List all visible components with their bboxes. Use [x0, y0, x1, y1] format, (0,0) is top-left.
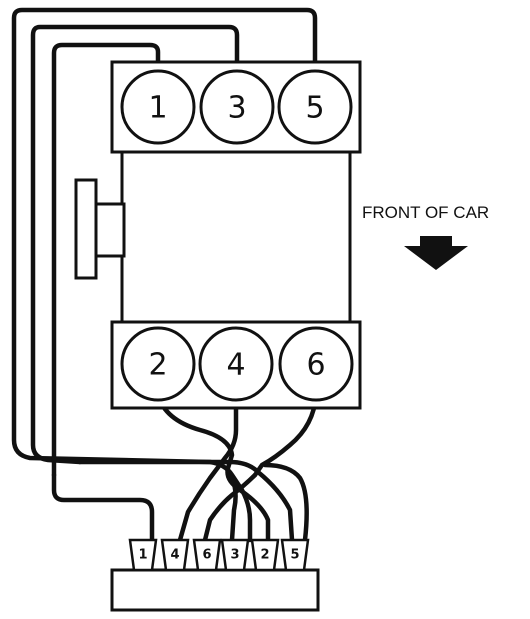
coil-terminal-2: 2 [250, 538, 280, 572]
cylinder-label: 1 [148, 91, 167, 126]
wire-cylinder-3-lower [77, 459, 295, 543]
cylinder-label: 4 [226, 348, 245, 383]
coil-terminal-label: 4 [170, 548, 179, 563]
engine-block [120, 148, 352, 327]
cylinder-1: 1 [120, 69, 196, 145]
cylinder-3: 3 [199, 69, 275, 145]
wire-cylinder-6 [252, 392, 319, 478]
coil-terminal-1: 1 [128, 538, 158, 572]
cylinder-5: 5 [277, 69, 353, 145]
cylinder-label: 6 [306, 348, 325, 383]
coil-terminal-4: 4 [160, 538, 190, 572]
engine-accessory [74, 178, 98, 280]
wire-cylinder-1 [51, 42, 161, 478]
engine-pulley [94, 202, 126, 258]
cylinder-6: 6 [278, 326, 354, 402]
wire-cylinder-4 [177, 392, 239, 543]
cylinder-label: 3 [227, 91, 246, 126]
coil-terminal-6: 6 [192, 538, 222, 572]
coil-terminal-5: 5 [280, 538, 310, 572]
coil-pack [110, 568, 320, 612]
wire-extra-mid [229, 475, 238, 543]
down-arrow-icon [404, 236, 468, 270]
wire-extra-right [262, 462, 309, 543]
wire-cylinder-6-lower [202, 472, 258, 543]
front-of-car-label: FRONT OF CAR [362, 203, 489, 222]
cylinder-label: 5 [305, 91, 324, 126]
coil-terminal-label: 3 [230, 548, 239, 563]
cylinder-2: 2 [120, 326, 196, 402]
wire-cylinder-2 [155, 392, 271, 543]
wire-cylinder-3 [30, 24, 240, 465]
wire-cylinder-1-lower [51, 472, 155, 543]
coil-terminal-label: 5 [290, 548, 299, 563]
cylinder-label: 2 [148, 348, 167, 383]
coil-terminal-label: 2 [260, 548, 269, 563]
coil-terminal-3: 3 [220, 538, 250, 572]
coil-terminal-label: 1 [138, 548, 147, 563]
cylinder-4: 4 [198, 326, 274, 402]
coil-terminal-label: 6 [202, 548, 211, 563]
